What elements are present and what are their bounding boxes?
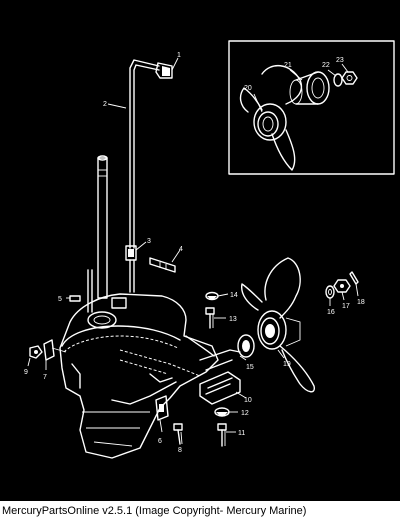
callout-2: 2 <box>103 101 107 108</box>
callout-18: 18 <box>357 299 365 306</box>
spacer-key-drawing <box>149 249 181 273</box>
gear-housing-drawing <box>59 293 241 459</box>
callout-19: 19 <box>283 361 291 368</box>
small-pin-drawing <box>66 295 81 302</box>
inset-frame <box>228 40 395 175</box>
callout-12: 12 <box>241 410 249 417</box>
shift-rod-drawing <box>107 57 179 293</box>
callout-13: 13 <box>229 316 237 323</box>
inset-propeller-drawing <box>239 63 358 171</box>
callout-11: 11 <box>238 430 245 437</box>
callout-14: 14 <box>230 292 238 299</box>
callout-15: 15 <box>246 364 254 371</box>
callout-10: 10 <box>244 397 252 404</box>
callout-16: 16 <box>327 309 335 316</box>
copyright-footer: MercuryPartsOnline v2.5.1 (Image Copyrig… <box>0 501 400 521</box>
callout-17: 17 <box>342 303 350 310</box>
callout-labels: 1 2 3 4 5 6 7 8 9 10 11 12 13 14 15 16 1… <box>24 52 365 454</box>
left-bracket-drawing <box>43 339 67 370</box>
bolt-and-washer-drawing <box>214 407 238 447</box>
grommet-fill <box>162 66 170 76</box>
lower-bracket-and-screw-drawing <box>155 395 183 445</box>
callout-4: 4 <box>179 246 183 253</box>
callout-3: 3 <box>147 238 151 245</box>
callout-23: 23 <box>336 57 344 64</box>
thrust-hub-drawing <box>237 334 255 361</box>
main-propeller-drawing <box>241 257 315 393</box>
callout-6: 6 <box>158 438 162 445</box>
bolt-and-washer-upper-drawing <box>205 291 229 329</box>
drive-shaft-drawing <box>87 155 108 313</box>
exploded-parts-diagram: 1 2 3 4 5 6 7 8 9 10 11 12 13 14 15 16 1… <box>24 40 395 459</box>
callout-9: 9 <box>24 369 28 376</box>
inset-propeller-detail <box>228 40 395 175</box>
callout-8: 8 <box>178 447 182 454</box>
callout-22: 22 <box>322 62 330 69</box>
callout-7: 7 <box>43 374 47 381</box>
callout-20: 20 <box>244 85 252 92</box>
prop-hardware-drawing <box>325 271 359 306</box>
callout-21: 21 <box>284 62 292 69</box>
small-nut-drawing <box>27 345 43 367</box>
callout-1: 1 <box>177 52 181 59</box>
trim-tab-drawing <box>199 371 247 405</box>
callout-5: 5 <box>58 296 62 303</box>
